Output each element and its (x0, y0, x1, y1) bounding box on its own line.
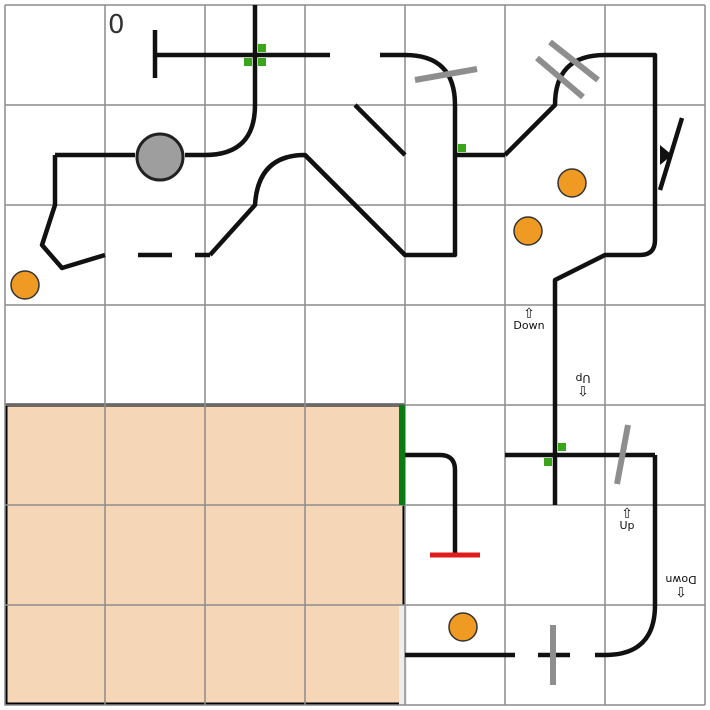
direction-text: Down (513, 319, 545, 332)
track-curve (604, 455, 658, 658)
up-arrow-icon: ⇧ (621, 506, 633, 522)
switch-bar (614, 424, 631, 485)
ball (448, 612, 478, 642)
switch-bar (548, 39, 600, 83)
marker-square (544, 458, 552, 466)
track-curve (503, 52, 658, 505)
marker-square (558, 443, 566, 451)
dock-zone-edge (399, 605, 407, 705)
marker-square (258, 58, 266, 66)
markers (244, 44, 566, 466)
switches[interactable] (414, 39, 631, 685)
direction-label-up: ⇧ Up (566, 372, 600, 398)
direction-label-down: ⇧ Down (663, 573, 699, 599)
direction-text: Up (619, 519, 635, 532)
direction-marker-icon (660, 145, 672, 165)
track-curve (405, 452, 458, 555)
direction-label-up: ⇧ Up (610, 506, 644, 532)
marker-square (258, 44, 266, 52)
rock-obstacle (135, 132, 185, 182)
track-segment (353, 103, 407, 157)
up-arrow-icon: ⇧ (577, 382, 589, 398)
direction-text: Up (575, 372, 591, 385)
up-arrow-icon: ⇧ (675, 583, 687, 599)
track-segment (208, 152, 407, 257)
track-stopper (657, 117, 685, 191)
ball (557, 168, 587, 198)
switch-bar (414, 66, 478, 83)
track-segment (39, 155, 106, 271)
switch-bar (535, 55, 585, 100)
ball (10, 270, 40, 300)
marker-square (244, 58, 252, 66)
track-curve (303, 52, 458, 258)
balls[interactable] (10, 168, 587, 642)
ball (513, 216, 543, 246)
track-curve (185, 5, 258, 158)
up-arrow-icon: ⇧ (523, 306, 535, 322)
marker-square (458, 144, 466, 152)
direction-text: Down (665, 573, 697, 586)
track-network (39, 5, 685, 658)
direction-label-down: ⇧ Down (512, 306, 546, 332)
grid (4, 4, 706, 706)
score-counter: 0 (108, 10, 125, 40)
